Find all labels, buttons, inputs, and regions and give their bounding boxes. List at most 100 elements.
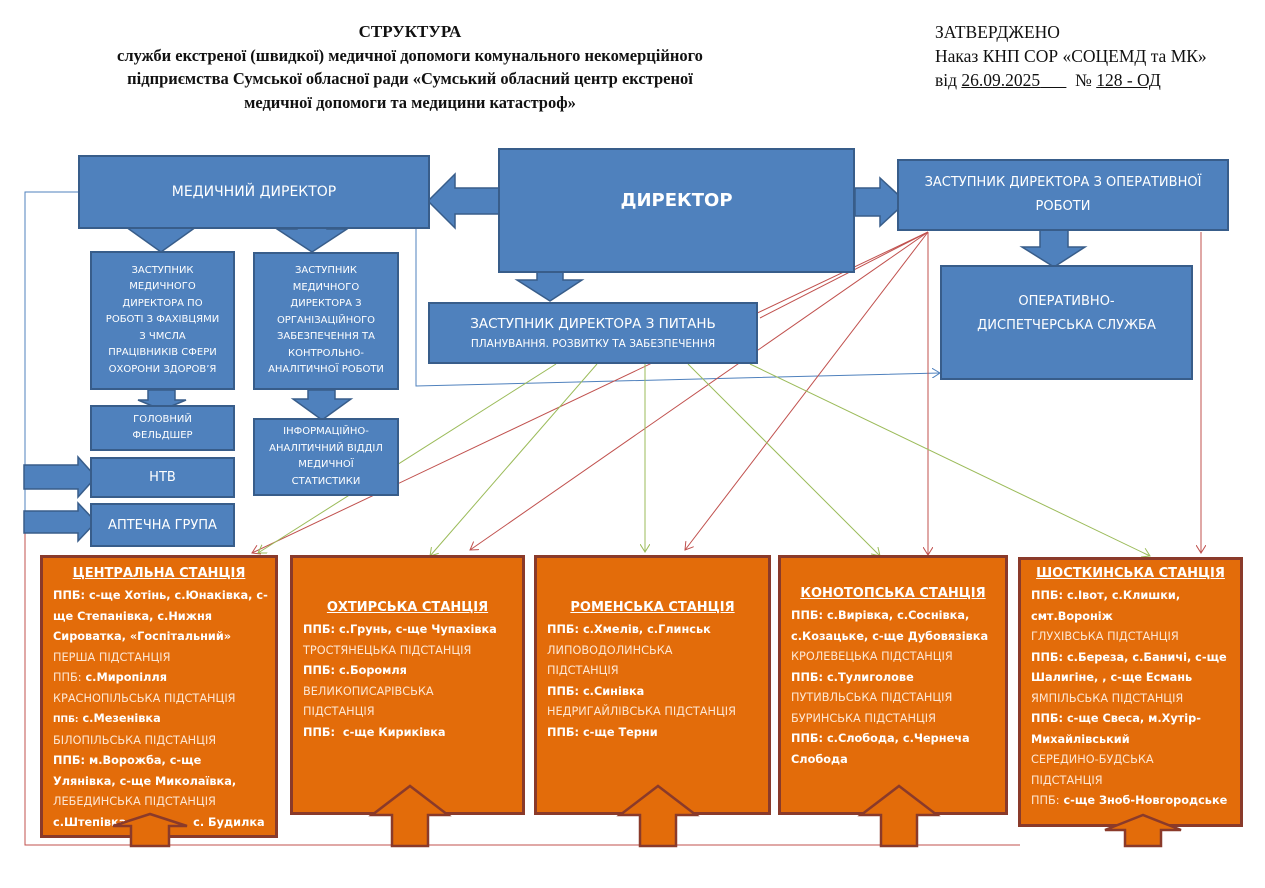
dispatch-line-2: ДИСПЕТЧЕРСЬКА СЛУЖБА xyxy=(977,317,1156,333)
substation-name: ПУТИВЛЬСЬКА ПІДСТАНЦІЯ xyxy=(791,691,953,704)
info-dept-line: МЕДИЧНОЇ xyxy=(298,459,354,470)
pharmacy-group-box[interactable]: АПТЕЧНА ГРУПА xyxy=(90,503,235,547)
station-line-ppb: Михайлівський xyxy=(1031,732,1130,746)
deputy-med-org-line: ОРГАНІЗАЦІЙНОГО xyxy=(276,314,376,326)
station-line-ppb: ППБ: с.Боромля xyxy=(303,664,407,677)
station-line-ppb: ППБ: с.Береза, с.Баничі, с-ще xyxy=(1031,650,1227,664)
green-link-to-okhtyrka xyxy=(430,363,598,556)
ntv-box[interactable]: НТВ xyxy=(90,457,235,498)
link-med-director-to-dispatch xyxy=(415,226,940,387)
dispatch-line-1: ОПЕРАТИВНО- xyxy=(1018,293,1115,309)
substation-name: КРОЛЕВЕЦЬКА ПІДСТАНЦІЯ xyxy=(791,650,953,663)
station-title: ОХТИРСЬКА СТАНЦІЯ xyxy=(326,600,489,615)
station-line-ppb: Сироватка, «Госпітальний» xyxy=(53,630,232,643)
deputy-med-org-line: ЗАСТУПНИК xyxy=(294,265,358,277)
red-link-to-okhtyrka xyxy=(470,231,929,550)
substation-name: ПІДСТАНЦІЯ xyxy=(1031,773,1103,787)
substation-name: НЕДРИГАЙЛІВСЬКА ПІДСТАНЦІЯ xyxy=(547,705,736,718)
station-line-ppb: ППБ: с-ще Хотінь, с.Юнаківка, с- xyxy=(53,589,268,602)
substation-name: ЛЕБЕДИНСЬКА ПІДСТАНЦІЯ xyxy=(53,795,216,808)
station-line-ppb: ППБ: с-ще Терни xyxy=(547,725,658,739)
station-line-ppb: Улянівка, с-ще Миколаївка, xyxy=(53,774,237,788)
approval-date: 26.09.2025 xyxy=(961,70,1041,90)
deputy-med-org-line: КОНТРОЛЬНО- xyxy=(288,347,364,359)
arrow-to-pharmacy xyxy=(23,501,98,543)
chief-paramedic-line: ФЕЛЬДШЕР xyxy=(132,430,193,441)
deputy-med-staff-line: ЗАСТУПНИК xyxy=(131,264,194,276)
approval-date-prefix: від xyxy=(935,70,962,90)
document-subtitle-line-3: медичної допомоги та медицини катастроф» xyxy=(244,92,576,112)
info-dept-line: АНАЛІТИЧНИЙ ВІДДІЛ xyxy=(269,442,383,454)
substation-name: ВЕЛИКОПИСАРІВСЬКА xyxy=(303,684,434,698)
deputy-med-staff-line: ПРАЦІВНИКІВ СФЕРИ xyxy=(108,347,217,359)
approval-label: ЗАТВЕРДЖЕНО xyxy=(935,22,1060,42)
chief-paramedic-box[interactable]: ГОЛОВНИЙ ФЕЛЬДШЕР xyxy=(90,405,235,451)
substation-name: ЯМПІЛЬСЬКА ПІДСТАНЦІЯ xyxy=(1031,691,1184,705)
station-line-ppb: ППБ: с-ще Кириківка xyxy=(303,725,446,739)
substation-name: ПІДСТАНЦІЯ xyxy=(303,705,375,718)
substation-name: БІЛОПІЛЬСЬКА ПІДСТАНЦІЯ xyxy=(53,733,217,747)
arrow-deputy-operational-to-dispatch xyxy=(1019,229,1088,268)
deputy-med-staff-line: ОХОРОНИ ЗДОРОВ’Я xyxy=(108,363,217,375)
green-link-to-konotop xyxy=(687,363,880,556)
station-line-ppb: ППБ: с.Тулиголове xyxy=(791,670,914,684)
substation-name: ПЕРША ПІДСТАНЦІЯ xyxy=(53,650,171,664)
station-line-ppb: ППБ: м.Ворожба, с-ще xyxy=(53,754,202,767)
arrow-director-to-med-director xyxy=(426,172,501,230)
substation-name: ПІДСТАНЦІЯ xyxy=(547,664,619,677)
director-label: ДИРЕКТОР xyxy=(620,190,733,211)
pharmacy-group-label: АПТЕЧНА ГРУПА xyxy=(108,517,217,533)
station-line-ppb: Слобода xyxy=(791,752,848,766)
director-box[interactable]: ДИРЕКТОР xyxy=(498,148,855,273)
approval-number-prefix: № xyxy=(1075,70,1097,90)
deputy-med-staff-box[interactable]: ЗАСТУПНИК МЕДИЧНОГО ДИРЕКТОРА ПО РОБОТІ … xyxy=(90,251,235,390)
deputy-operational-box[interactable]: ЗАСТУПНИК ДИРЕКТОРА З ОПЕРАТИВНОЇ РОБОТИ xyxy=(897,159,1229,231)
document-subtitle-line-1: служби екстреної (швидкої) медичної допо… xyxy=(117,45,703,65)
dispatch-service-box[interactable]: ОПЕРАТИВНО- ДИСПЕТЧЕРСЬКА СЛУЖБА xyxy=(940,265,1193,380)
station-line-ppb: ППБ: с.Синівка xyxy=(547,684,645,698)
deputy-med-org-box[interactable]: ЗАСТУПНИК МЕДИЧНОГО ДИРЕКТОРА З ОРГАНІЗА… xyxy=(253,252,399,390)
arrow-deputy-org-to-info-dept xyxy=(290,389,354,421)
deputy-planning-subtitle: ПЛАНУВАННЯ. РОЗВИТКУ ТА ЗАБЕЗПЕЧЕННЯ xyxy=(470,338,716,350)
approval-order: Наказ КНП СОР «СОЦЕМД та МК» xyxy=(935,46,1207,66)
info-dept-box[interactable]: ІНФОРМАЦІЙНО- АНАЛІТИЧНИЙ ВІДДІЛ МЕДИЧНО… xyxy=(253,418,399,496)
chief-paramedic-line: ГОЛОВНИЙ xyxy=(133,413,192,425)
station-title: ШОСТКИНСЬКА СТАНЦІЯ xyxy=(1036,566,1225,581)
deputy-med-staff-line: МЕДИЧНОГО xyxy=(129,281,196,293)
info-dept-line: ІНФОРМАЦІЙНО- xyxy=(283,426,369,437)
station-line-ppb: ще Степанівка, с.Нижня xyxy=(53,609,213,623)
green-link-to-shostka xyxy=(749,363,1150,556)
medical-director-label: МЕДИЧНИЙ ДИРЕКТОР xyxy=(171,184,337,200)
arrow-to-ntv xyxy=(23,455,98,499)
station-central[interactable]: ЦЕНТРАЛЬНА СТАНЦІЯ ППБ: с-ще Хотінь, с.Юн… xyxy=(40,555,278,838)
deputy-operational-line-1: ЗАСТУПНИК ДИРЕКТОРА З ОПЕРАТИВНОЇ xyxy=(924,175,1202,190)
station-line-ppb: ППБ: с.Вирівка, с.Соснівка, xyxy=(791,609,970,622)
station-line-ppb: ППБ: с.Мезенівка xyxy=(53,712,161,725)
deputy-med-staff-line: З ЧМСЛА xyxy=(139,330,186,342)
medical-director-box[interactable]: МЕДИЧНИЙ ДИРЕКТОР xyxy=(78,155,430,229)
substation-name: КРАСНОПІЛЬСЬКА ПІДСТАНЦІЯ xyxy=(53,691,236,705)
approval-date-line: від 26.09.2025 № 128 - ОД xyxy=(935,68,1207,92)
deputy-med-org-line: АНАЛІТИЧНОЇ РОБОТИ xyxy=(268,364,384,376)
substation-name: БУРИНСЬКА ПІДСТАНЦІЯ xyxy=(791,711,936,725)
deputy-planning-title: ЗАСТУПНИК ДИРЕКТОРА З ПИТАНЬ xyxy=(470,316,716,332)
station-line-ppb: смт.Вороніж xyxy=(1031,609,1113,623)
station-line-ppb: с.Штепівка с. Будилка xyxy=(53,815,265,829)
deputy-planning-box[interactable]: ЗАСТУПНИК ДИРЕКТОРА З ПИТАНЬ ПЛАНУВАННЯ.… xyxy=(428,302,758,364)
document-subtitle-line-2: підприємства Сумської обласної ради «Сум… xyxy=(127,69,693,88)
approval-number: 128 - ОД xyxy=(1096,70,1161,90)
station-line-ppb: ППБ: с-ще Свеса, м.Хутір- xyxy=(1031,712,1201,725)
arrow-director-to-deputy-operational xyxy=(854,176,908,228)
station-line-ppb: ППБ: с-ще Зноб-Новгородське xyxy=(1031,794,1228,807)
station-title: ЦЕНТРАЛЬНА СТАНЦІЯ xyxy=(72,566,246,581)
substation-name: ГЛУХІВСЬКА ПІДСТАНЦІЯ xyxy=(1031,630,1179,643)
deputy-operational-line-2: РОБОТИ xyxy=(1035,199,1091,214)
station-line-ppb: Шалигіне, , с-ще Есмань xyxy=(1031,671,1193,684)
document-title: СТРУКТУРА xyxy=(358,22,462,41)
substation-name: ТРОСТЯНЕЦЬКА ПІДСТАНЦІЯ xyxy=(303,643,472,657)
substation-name: ЛИПОВОДОЛИНСЬКА xyxy=(547,643,673,657)
